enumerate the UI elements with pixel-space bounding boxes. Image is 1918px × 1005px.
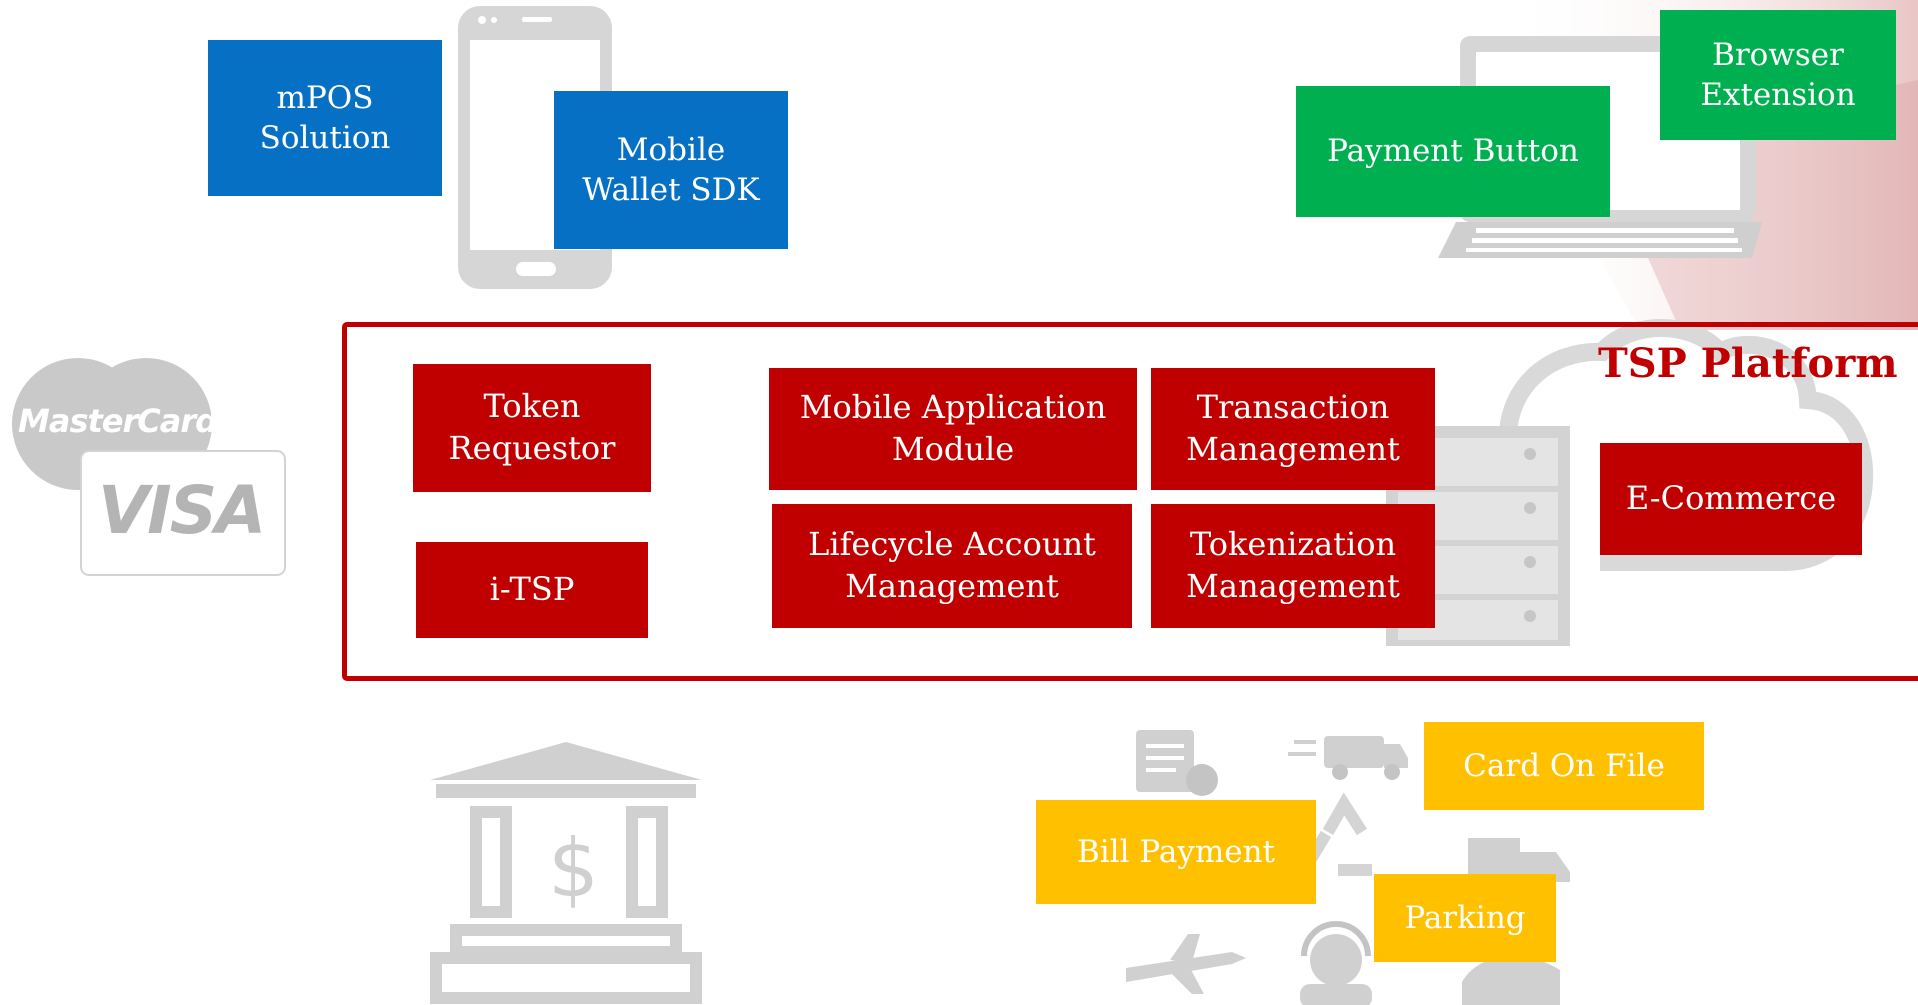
- tsp-platform-frame: [342, 322, 1918, 681]
- visa-wordmark: VISA: [98, 472, 266, 549]
- itsp-box: i-TSP: [416, 542, 648, 638]
- tokenization-management-box: Tokenization Management: [1151, 504, 1435, 628]
- transaction-management-box: Transaction Management: [1151, 368, 1435, 490]
- bill-payment-box: Bill Payment: [1036, 800, 1316, 904]
- lifecycle-account-management-box: Lifecycle Account Management: [772, 504, 1132, 628]
- mpos-solution-box: mPOS Solution: [208, 40, 442, 196]
- e-commerce-box: E-Commerce: [1600, 443, 1862, 555]
- mobile-application-module-box: Mobile Application Module: [769, 368, 1137, 490]
- parking-box: Parking: [1374, 874, 1556, 962]
- bank-icon: [430, 742, 702, 1004]
- airplane-icon: [1126, 934, 1246, 994]
- support-agent-icon: [1300, 921, 1372, 1005]
- service-icon: [1462, 956, 1560, 1005]
- delivery-truck-icon: [1288, 736, 1408, 780]
- clipboard-icon: [1136, 730, 1218, 796]
- browser-extension-box: Browser Extension: [1660, 10, 1896, 140]
- recycle-icon: [1302, 792, 1372, 876]
- mobile-wallet-sdk-box: Mobile Wallet SDK: [554, 91, 788, 249]
- payment-button-box: Payment Button: [1296, 86, 1610, 217]
- visa-card: [80, 450, 286, 576]
- bank-dollar-icon: $: [548, 822, 599, 915]
- mastercard-wordmark: MasterCard: [18, 402, 218, 440]
- platform-title: TSP Platform: [1598, 340, 1898, 387]
- token-requestor-box: Token Requestor: [413, 364, 651, 492]
- card-on-file-box: Card On File: [1424, 722, 1704, 810]
